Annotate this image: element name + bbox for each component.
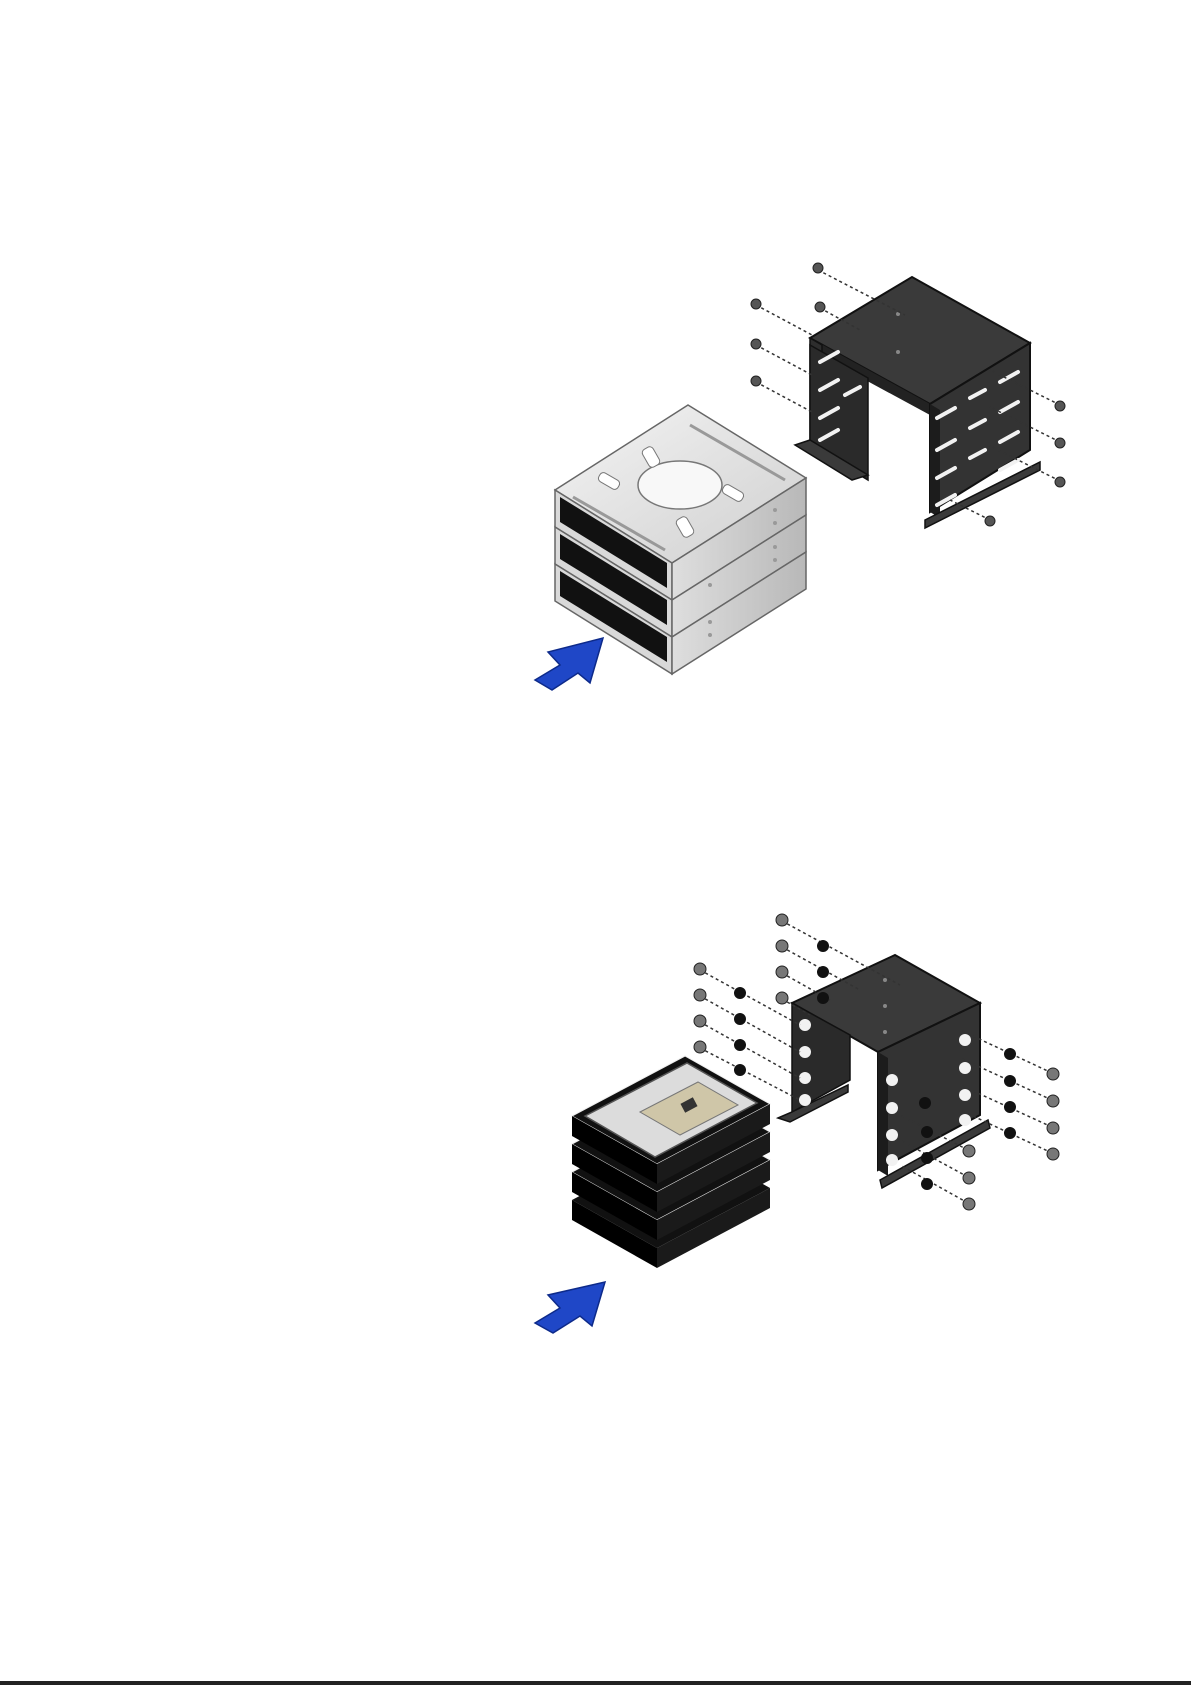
page-footer-rule [0, 1681, 1191, 1685]
insert-arrow-icon [535, 638, 603, 690]
insert-arrow-icon [535, 1282, 605, 1333]
hard-drive-stack [572, 1056, 770, 1268]
hard-drive-cage-diagram [0, 840, 1191, 1400]
figure-hard-drive-installation [0, 840, 1191, 1400]
optical-drive-cage-diagram [0, 0, 1191, 760]
figure-optical-drive-installation [0, 0, 1191, 760]
drive-cage [778, 955, 990, 1188]
optical-drive-stack [555, 405, 806, 674]
